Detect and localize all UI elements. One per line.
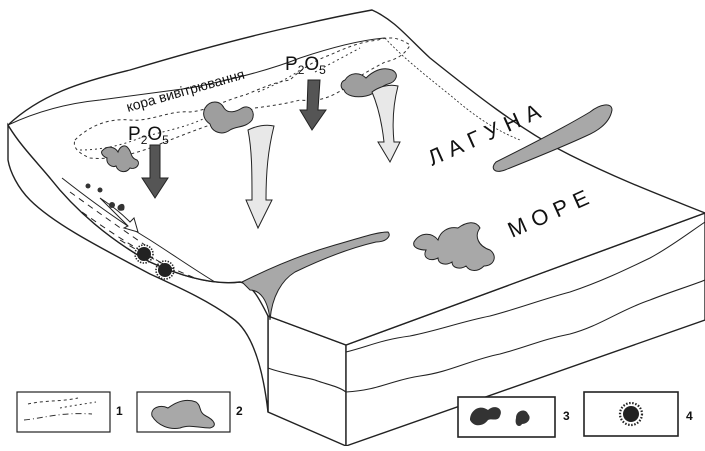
lagoon-body <box>492 104 613 172</box>
legend-number-3: 3 <box>563 409 570 423</box>
phosphorite-channel <box>241 231 390 321</box>
concretion-1 <box>134 244 154 264</box>
ridge-crest <box>7 37 386 126</box>
seafloor-line-front <box>267 367 347 393</box>
legend-number-4: 4 <box>686 409 693 423</box>
legend-item-4: 4 <box>583 391 693 437</box>
svg-text:P2O5: P2O5 <box>128 124 169 147</box>
formula-p2o5-2: P2O5 <box>285 54 326 77</box>
legend: 1 2 3 4 <box>16 391 693 438</box>
concretion-2 <box>155 260 175 280</box>
phosphorite-body-1 <box>101 145 139 173</box>
svg-text:P2O5: P2O5 <box>285 54 326 77</box>
phosphorite-body-3 <box>340 68 397 98</box>
legend-number-2: 2 <box>236 404 243 418</box>
seafloor-line-right <box>345 279 705 393</box>
dark-arrow-2 <box>299 79 327 131</box>
legend-number-1: 1 <box>116 404 123 418</box>
light-arrow-1 <box>245 124 275 230</box>
light-arrow-2 <box>371 84 401 164</box>
formula-p2o5-1: P2O5 <box>128 124 169 147</box>
legend-item-3: 3 <box>457 396 570 438</box>
legend-item-1: 1 <box>16 391 123 433</box>
sea-surface-line <box>345 221 705 353</box>
phosphorite-body-2 <box>203 101 254 134</box>
dark-arrow-1 <box>141 144 169 199</box>
nodules-on-slope <box>85 183 125 211</box>
weathering-crust-outline-2 <box>79 47 361 151</box>
sea-phosphorite-body <box>413 222 495 271</box>
legend-item-2: 2 <box>136 391 243 433</box>
